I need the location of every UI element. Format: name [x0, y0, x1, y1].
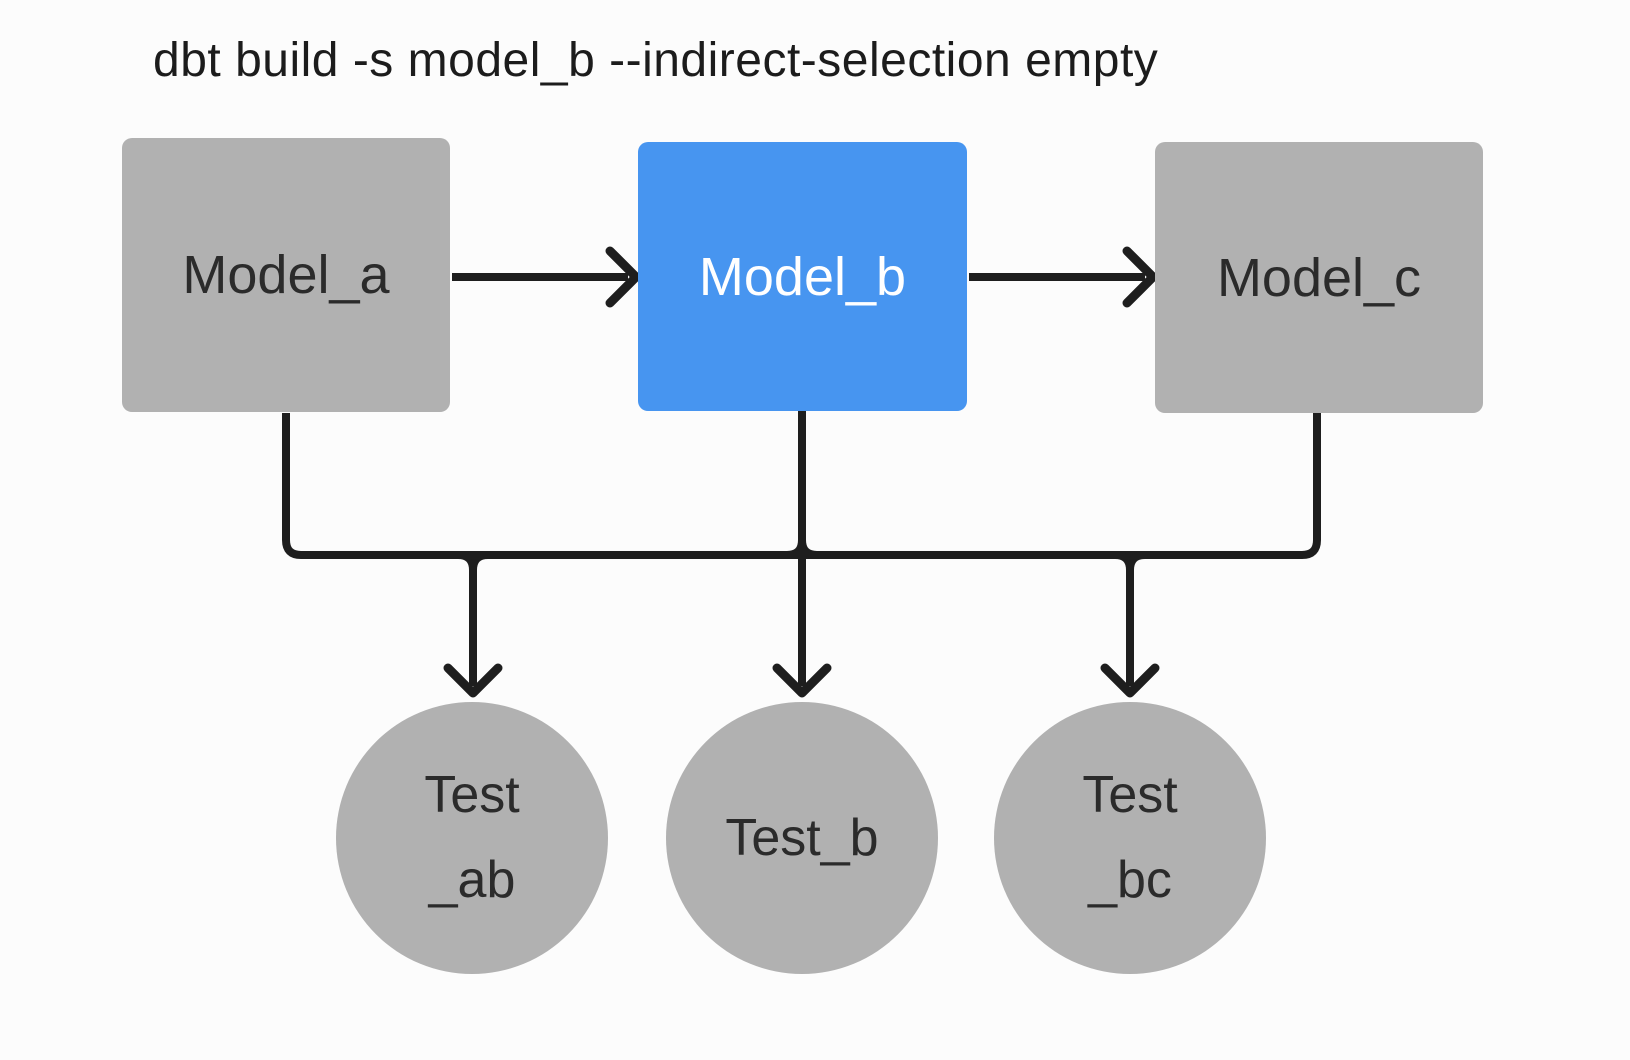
node-test-bc: Test _bc	[994, 702, 1266, 974]
arrowhead-down-icon	[772, 663, 832, 698]
node-model-a-label: Model_a	[182, 245, 390, 305]
diagram-title: dbt build -s model_b --indirect-selectio…	[153, 34, 1159, 87]
arrow-to-test-ab	[443, 551, 503, 698]
node-test-b: Test_b	[666, 702, 938, 974]
node-model-b-selected: Model_b	[638, 142, 967, 411]
node-model-b-label: Model_b	[698, 246, 907, 307]
node-model-c: Model_c	[1155, 142, 1483, 413]
node-model-c-label: Model_c	[1216, 247, 1422, 308]
arrow-to-test-b	[772, 411, 832, 698]
node-test-bc-label: Test _bc	[1082, 753, 1177, 923]
arrowhead-down-icon	[443, 663, 503, 698]
node-test-ab: Test _ab	[336, 702, 608, 974]
node-test-b-label: Test_b	[725, 796, 878, 881]
node-test-bc-label-line2: _bc	[1088, 851, 1172, 909]
arrowhead-down-icon	[1100, 663, 1160, 698]
node-test-bc-label-line1: Test	[1082, 766, 1178, 824]
arrow-to-test-bc	[1100, 551, 1160, 698]
node-test-ab-label: Test _ab	[424, 753, 519, 923]
arrow-model-a-to-model-b	[452, 246, 641, 308]
node-test-ab-label-line2: _ab	[428, 851, 516, 909]
node-test-ab-label-line1: Test	[424, 766, 520, 824]
arrowhead-right-icon	[1122, 246, 1158, 308]
arrow-model-b-to-model-c	[969, 246, 1158, 308]
arrowhead-right-icon	[605, 246, 641, 308]
node-test-b-label-line1: Test_b	[725, 808, 879, 867]
node-model-a: Model_a	[122, 138, 450, 412]
